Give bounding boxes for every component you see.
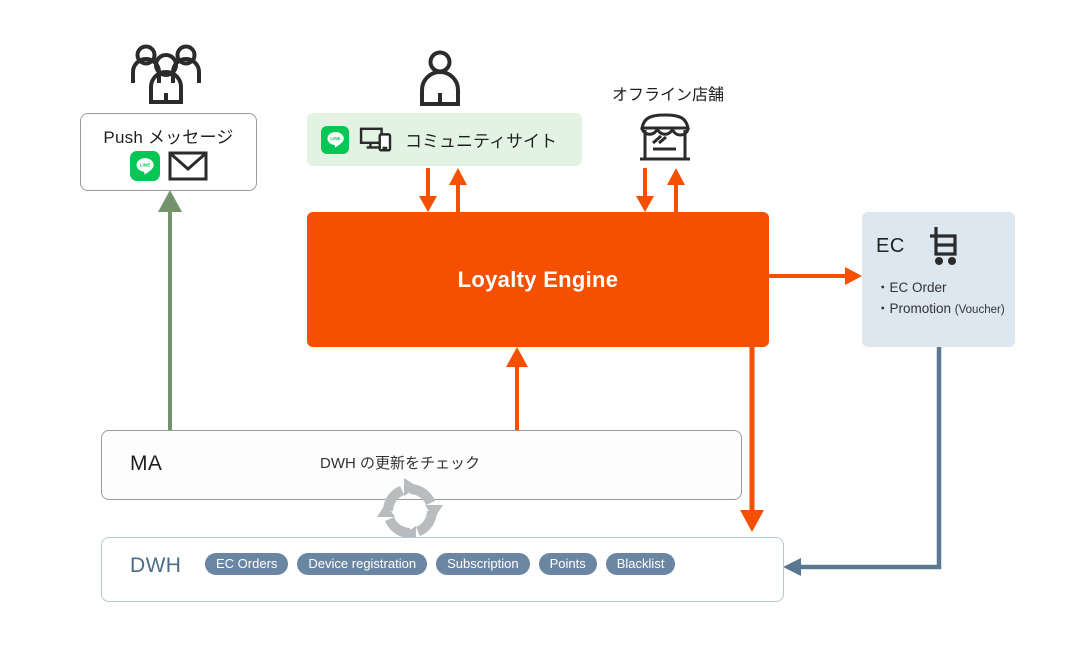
ec-title: EC	[876, 234, 905, 257]
ec-bullet-item: ・Promotion (Voucher)	[876, 300, 1005, 316]
ec-box[interactable]: EC ・EC Order ・Promotion (Voucher)	[862, 212, 1015, 347]
push-message-title: Push メッセージ	[103, 128, 234, 147]
connector-engine-to-store-up	[667, 168, 685, 212]
devices-icon	[359, 126, 393, 154]
dwh-tag[interactable]: Points	[538, 553, 597, 575]
line-icon: LINE	[129, 151, 160, 181]
connector-engine-to-ec-right	[769, 267, 862, 285]
ec-bullet-note: (Voucher)	[954, 303, 1005, 316]
dwh-tag[interactable]: Subscription	[436, 553, 530, 575]
dwh-tag[interactable]: Blacklist	[605, 553, 676, 575]
connector-store-to-engine-down	[636, 168, 654, 212]
ec-header: EC	[876, 224, 1005, 268]
storefront-icon	[634, 111, 696, 166]
line-icon: LINE	[321, 125, 349, 154]
users-group-icon	[126, 41, 206, 105]
loyalty-engine-box[interactable]: Loyalty Engine	[307, 212, 769, 347]
community-site-box[interactable]: LINE コミュニティサイト	[307, 113, 582, 166]
svg-text:LINE: LINE	[330, 136, 340, 141]
loyalty-engine-label: Loyalty Engine	[457, 266, 619, 292]
dwh-tag[interactable]: EC Orders	[205, 553, 289, 575]
ec-bullet-text: Promotion	[889, 300, 952, 316]
ec-bullet-text: EC Order	[889, 280, 947, 295]
svg-text:LINE: LINE	[139, 163, 150, 169]
connector-ma-to-push-up	[158, 190, 182, 430]
community-site-label: コミュニティサイト	[405, 132, 557, 151]
connector-engine-to-dwh-down	[740, 347, 764, 532]
connector-engine-to-community-up	[449, 168, 467, 212]
push-message-icons: LINE	[129, 151, 208, 181]
shopping-cart-icon	[911, 224, 959, 268]
offline-store-label: オフライン店舗	[612, 87, 725, 104]
sync-refresh-icon	[374, 476, 446, 546]
push-message-box[interactable]: Push メッセージ LINE	[80, 113, 257, 191]
dwh-tag-list: EC Orders Device registration Subscripti…	[205, 553, 676, 575]
ec-bullet-list: ・EC Order ・Promotion (Voucher)	[876, 278, 1005, 320]
ma-label: MA	[130, 452, 163, 475]
person-icon	[414, 48, 466, 106]
connector-community-to-engine-down	[419, 168, 437, 212]
dwh-label: DWH	[130, 554, 182, 577]
connector-ec-to-dwh-elbow	[783, 347, 942, 576]
ma-note: DWH の更新をチェック	[320, 455, 480, 472]
connector-ma-to-engine-up	[506, 347, 528, 430]
ec-bullet-item: ・EC Order	[876, 280, 947, 295]
dwh-tag[interactable]: Device registration	[297, 553, 428, 575]
envelope-icon	[168, 151, 208, 181]
